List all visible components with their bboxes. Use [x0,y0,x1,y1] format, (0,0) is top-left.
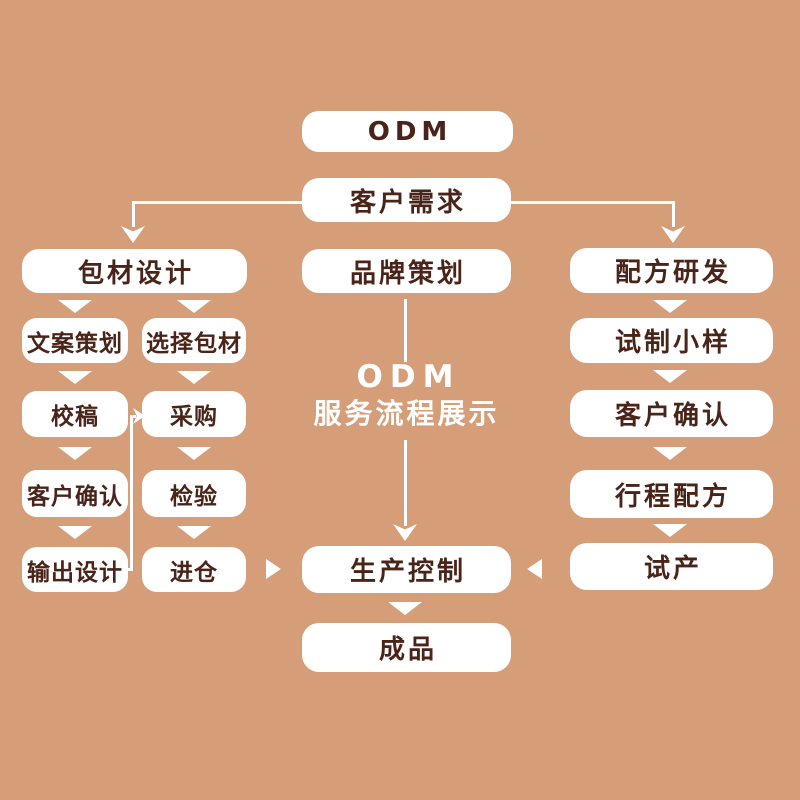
node-customer-confirm-left: 客户确认 [22,470,128,517]
arrow-down-icon [58,300,92,313]
node-form-formula: 行程配方 [570,470,773,518]
arrowhead-down-icon [393,524,417,541]
node-customer-confirm-right: 客户确认 [570,390,773,437]
arrow-down-icon [388,602,422,615]
arrow-right-icon [266,559,281,579]
connector-line [130,415,133,571]
connector-line [672,201,675,227]
arrow-down-icon [177,526,211,539]
arrow-down-icon [58,447,92,460]
arrow-down-icon [177,300,211,313]
node-select-packaging: 选择包材 [142,318,246,363]
diagram-title-line2: 服务流程展示 [313,397,500,430]
node-formula-rd: 配方研发 [570,248,773,293]
node-proofreading: 校稿 [22,391,128,437]
connector-line [130,415,136,418]
connector-line [132,201,135,227]
arrow-left-icon [527,559,542,579]
connector-line [126,568,133,571]
node-procurement: 采购 [142,391,246,437]
connector-line [404,440,407,526]
node-finished-product: 成品 [302,623,511,672]
node-customer-needs: 客户需求 [302,178,511,222]
node-production-control: 生产控制 [302,546,511,593]
node-output-design: 输出设计 [22,547,128,592]
arrow-down-icon [653,370,687,383]
arrow-down-icon [58,371,92,384]
arrow-down-icon [58,526,92,539]
arrowhead-down-icon [121,226,145,243]
arrow-down-icon [653,447,687,460]
node-brand-planning: 品牌策划 [302,249,511,293]
node-trial-sample: 试制小样 [570,318,773,363]
node-packaging-design: 包材设计 [22,249,247,293]
arrow-down-icon [653,300,687,313]
connector-line [404,299,407,362]
arrow-down-icon [177,371,211,384]
arrow-down-icon [177,447,211,460]
node-odm: ODM [302,111,513,152]
connector-line [508,201,675,204]
arrow-down-icon [653,524,687,537]
connector-line [133,201,302,204]
arrowhead-down-icon [661,226,685,243]
node-copywriting: 文案策划 [22,318,128,363]
diagram-title-line1: ODM [356,359,461,395]
node-warehousing: 进仓 [142,547,246,592]
diagram-title: ODM 服务流程展示 [292,360,518,430]
node-inspection: 检验 [142,470,246,517]
node-trial-production: 试产 [570,543,773,590]
